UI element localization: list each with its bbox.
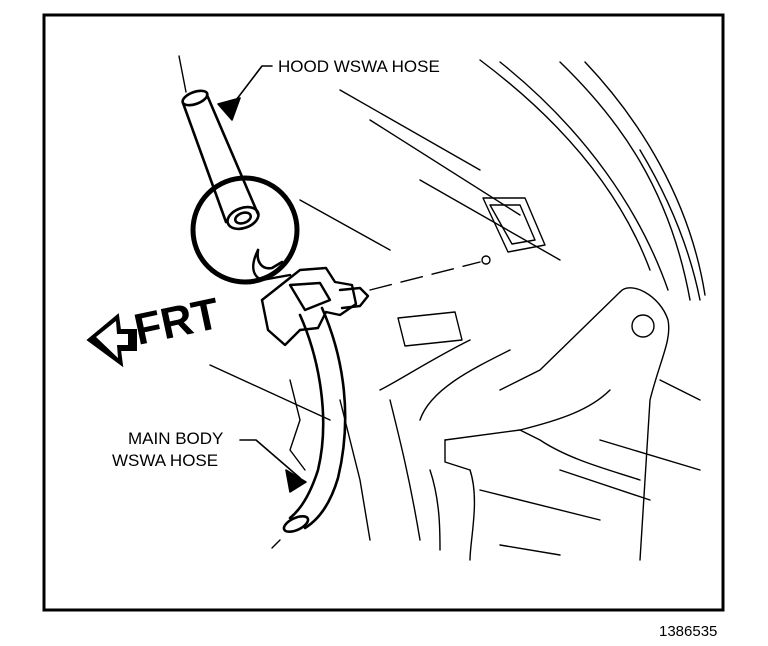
hood-wswa-hose (178, 55, 260, 231)
main-body-wswa-hose (256, 248, 347, 549)
hose-clip (252, 248, 370, 347)
hood-hose-label: HOOD WSWA HOSE (278, 57, 440, 76)
left-arrow-icon (86, 313, 137, 368)
main-hose-label-line2: WSWA HOSE (112, 451, 218, 470)
figure-number: 1386535 (659, 623, 717, 640)
detail-circle (190, 175, 300, 285)
callout-leaders (217, 65, 307, 493)
vehicle-body-structure (209, 59, 706, 561)
main-hose-label-line1: MAIN BODY (128, 429, 223, 448)
